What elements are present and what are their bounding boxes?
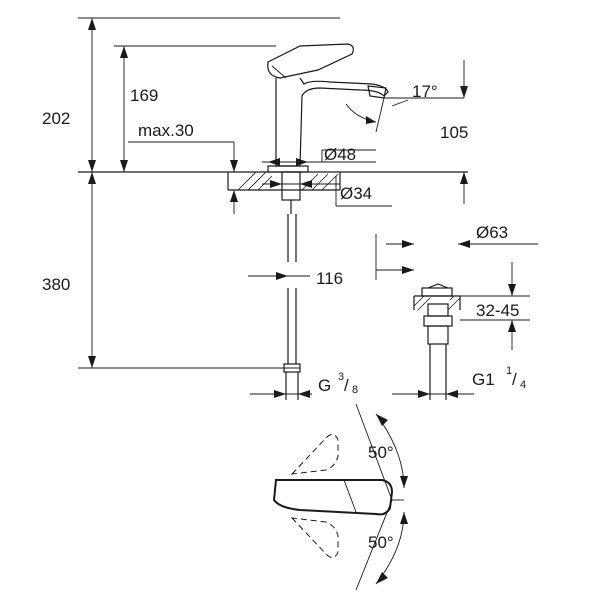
dimension-d48: Ø48 (262, 145, 376, 166)
dimension-32-45: 32-45 (460, 262, 530, 350)
dimension-hose-thread: G 3 / 8 (250, 371, 358, 398)
dimension-d63: Ø63 (375, 223, 538, 280)
faucet-body (267, 43, 389, 173)
label-hose-thread-denominator: 8 (352, 384, 358, 396)
label-hose-thread-numerator: 3 (338, 371, 344, 383)
label-max30: max.30 (138, 121, 194, 140)
top-view: 50° 50° (272, 403, 408, 591)
label-202: 202 (42, 109, 70, 128)
label-105: 105 (440, 123, 468, 142)
dimension-waste-thread: G1 1 / 4 (392, 365, 526, 398)
dimension-105: 105 (440, 60, 468, 204)
label-waste-thread-numerator: 1 (506, 365, 512, 377)
label-d34: Ø34 (340, 184, 372, 203)
label-rotation-top: 50° (368, 443, 394, 462)
dimension-116: 116 (248, 269, 343, 288)
hose (281, 171, 301, 400)
label-d48: Ø48 (324, 145, 356, 164)
dimension-169: 169 (114, 45, 276, 172)
label-rotation-bottom: 50° (368, 533, 394, 552)
dimension-17deg: 17° (345, 82, 464, 133)
label-hose-thread: G (318, 376, 331, 395)
fraction-slash: / (344, 376, 349, 395)
label-waste-thread: G1 (472, 370, 495, 389)
label-waste-thread-denominator: 4 (520, 379, 526, 391)
dimension-380: 380 (42, 172, 300, 369)
label-380: 380 (42, 275, 70, 294)
dimension-max30: max.30 (128, 121, 246, 214)
label-32-45: 32-45 (476, 301, 519, 320)
label-17deg: 17° (412, 82, 438, 101)
dimension-d34: Ø34 (262, 176, 392, 207)
deck-hatching (237, 171, 339, 191)
label-d63: Ø63 (476, 223, 508, 242)
fraction-slash: / (512, 370, 517, 389)
label-169: 169 (130, 86, 158, 105)
waste-fitting (413, 283, 461, 400)
dimension-202: 202 (42, 17, 340, 172)
label-116: 116 (316, 269, 343, 288)
